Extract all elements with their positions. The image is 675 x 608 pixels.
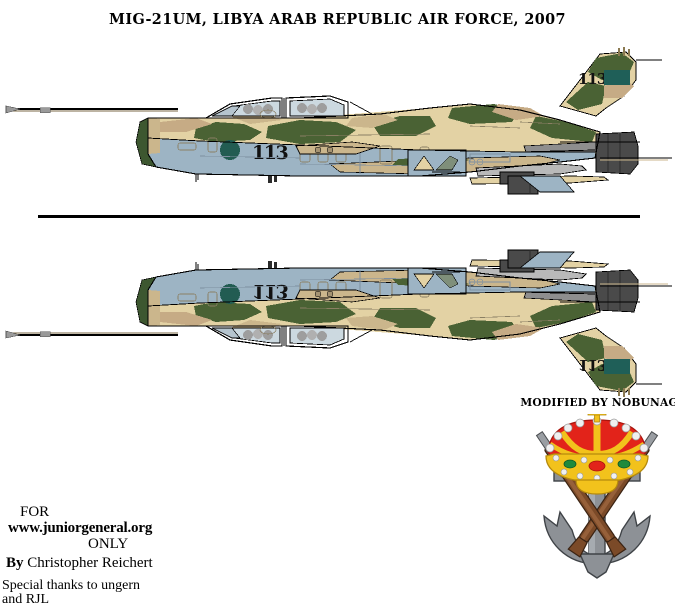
credit-author: By Christopher Reichert	[0, 553, 230, 572]
page-title: MIG-21UM, LIBYA ARAB REPUBLIC AIR FORCE,…	[109, 10, 566, 28]
credit-for: FOR	[20, 504, 50, 520]
unit-emblem	[520, 414, 675, 604]
modified-by-label: MODIFIED BY NOBUNAGA	[520, 396, 675, 409]
aircraft-profile-top: 113	[0, 46, 675, 216]
credit-thanks-line2: and RJL	[2, 592, 50, 608]
credit-by-label: By	[6, 554, 24, 571]
royal-crown-icon	[545, 414, 649, 495]
credit-site[interactable]: www.juniorgeneral.org	[8, 519, 153, 536]
section-divider	[38, 215, 640, 218]
credit-author-name: Christopher Reichert	[27, 554, 153, 571]
credits-block: FOR www.juniorgeneral.org ONLY By Christ…	[0, 504, 230, 608]
aircraft-profile-bottom	[0, 228, 675, 398]
credit-only: ONLY	[88, 535, 129, 552]
credit-thanks-line1: Special thanks to ungern	[2, 577, 141, 593]
